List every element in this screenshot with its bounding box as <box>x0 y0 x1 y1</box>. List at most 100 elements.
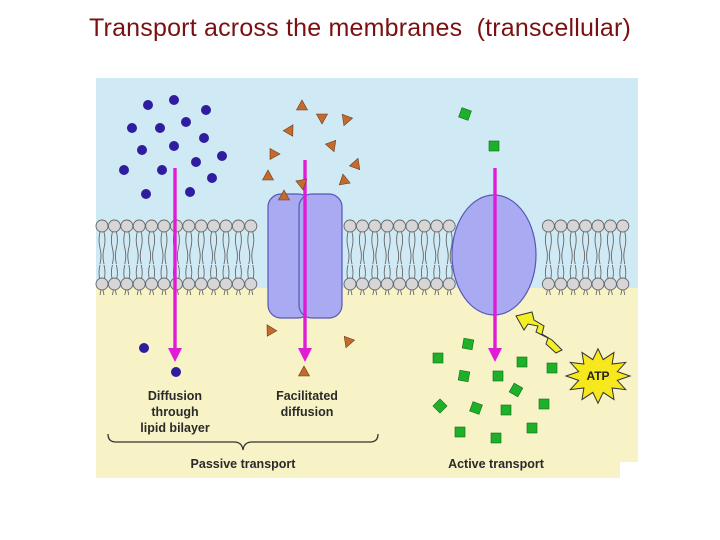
lipid-head-top <box>219 219 233 233</box>
lipid-tail-top <box>594 231 602 265</box>
solute-circle <box>207 173 217 183</box>
solute-triangle <box>261 169 275 181</box>
passive-brace-icon <box>107 433 379 451</box>
solute-square <box>488 140 500 152</box>
solute-square <box>508 382 524 398</box>
lipid-tail-top <box>148 231 156 265</box>
diffusion-label-line1: Diffusion <box>148 389 202 403</box>
solute-circle <box>191 157 201 167</box>
lipid-tail-top <box>569 231 577 265</box>
solute-circle <box>217 151 227 161</box>
lipid-tail-top <box>358 231 366 265</box>
solute-circle <box>157 165 167 175</box>
lipid-head-top <box>442 219 456 233</box>
lipid-head-top <box>393 219 407 233</box>
lipid-head-bottom <box>417 277 431 291</box>
passive-transport-label: Passive transport <box>191 457 297 471</box>
lipid-tail-top <box>619 231 627 265</box>
solute-triangle <box>297 365 311 377</box>
lipid-tail-top <box>396 231 404 265</box>
lipid-head-top <box>132 219 146 233</box>
active-arrow-head <box>488 348 502 362</box>
solute-circle <box>143 100 153 110</box>
lipid-tail-top <box>557 231 565 265</box>
lipid-tail-top <box>123 231 131 265</box>
solute-square <box>461 337 475 351</box>
lipid-tail-top <box>582 231 590 265</box>
lipid-head-top <box>380 219 394 233</box>
lipid-tail-top <box>383 231 391 265</box>
lipid-bilayer <box>95 219 630 296</box>
atp-burst-icon <box>564 347 632 405</box>
membrane-transport-diagram: ATP Diffusion through lipid bilayer Faci… <box>62 72 672 480</box>
solute-square <box>500 404 512 416</box>
solute-triangle <box>343 335 356 349</box>
lipid-tail-top <box>210 231 218 265</box>
solute-circle <box>155 123 165 133</box>
atp-label: ATP <box>586 369 609 383</box>
solute-circle <box>141 189 151 199</box>
solute-triangle <box>315 113 329 125</box>
lipid-tail-top <box>135 231 143 265</box>
intracellular-region <box>96 288 638 478</box>
lipid-tail-top <box>420 231 428 265</box>
lipid-head-top <box>417 219 431 233</box>
energy-zigzag-icon <box>515 311 563 354</box>
lipid-head-top <box>355 219 369 233</box>
diffusion-label-line2: through <box>151 405 198 419</box>
solute-circle <box>201 105 211 115</box>
lipid-head-top <box>244 219 258 233</box>
lipid-head-bottom <box>591 277 605 291</box>
lipid-head-top <box>430 219 444 233</box>
solute-square <box>432 398 448 414</box>
active-transport-label: Active transport <box>448 457 545 471</box>
lipid-head-top <box>107 219 121 233</box>
lipid-tail-top <box>197 231 205 265</box>
lipid-head-bottom <box>120 277 134 291</box>
slide-title: Transport across the membranes (transcel… <box>89 14 631 42</box>
membrane-transport-figure: ATP Diffusion through lipid bilayer Faci… <box>95 78 638 478</box>
solute-square <box>469 401 483 415</box>
lipid-head-top <box>120 219 134 233</box>
solute-triangle <box>269 147 281 161</box>
lipid-tail-top <box>222 231 230 265</box>
solute-square <box>432 352 444 364</box>
lipid-head-top <box>554 219 568 233</box>
lipid-head-bottom <box>132 277 146 291</box>
lipid-head-top <box>566 219 580 233</box>
lipid-head-top <box>603 219 617 233</box>
lipid-tail-top <box>408 231 416 265</box>
solute-square <box>526 422 538 434</box>
lipid-head-top <box>579 219 593 233</box>
lipid-tail-top <box>247 231 255 265</box>
lipid-head-top <box>616 219 630 233</box>
solute-triangle <box>266 324 278 337</box>
lipid-tail-top <box>160 231 168 265</box>
solute-triangle <box>324 139 337 153</box>
solute-circle <box>137 145 147 155</box>
solute-circle <box>185 187 195 197</box>
solute-square <box>546 362 558 374</box>
lipid-head-bottom <box>616 277 630 291</box>
lipid-tail-top <box>606 231 614 265</box>
lipid-tail-top <box>185 231 193 265</box>
solute-square <box>490 432 502 444</box>
solute-circle <box>169 141 179 151</box>
lipid-tail-top <box>433 231 441 265</box>
solute-circle <box>169 95 179 105</box>
lipid-head-bottom <box>579 277 593 291</box>
solute-square <box>457 369 471 383</box>
solute-square <box>458 107 472 121</box>
corner-mask <box>620 462 638 478</box>
lipid-head-bottom <box>145 277 159 291</box>
lipid-tail-top <box>371 231 379 265</box>
solute-triangle <box>341 113 354 127</box>
solute-triangle <box>348 157 361 171</box>
facilitated-label-line2: diffusion <box>281 405 334 419</box>
facilitated-label-line1: Facilitated <box>276 389 338 403</box>
solute-circle <box>171 367 181 377</box>
solute-triangle <box>277 189 291 201</box>
lipid-head-bottom <box>231 277 245 291</box>
solute-triangle <box>338 173 351 186</box>
lipid-head-bottom <box>244 277 258 291</box>
